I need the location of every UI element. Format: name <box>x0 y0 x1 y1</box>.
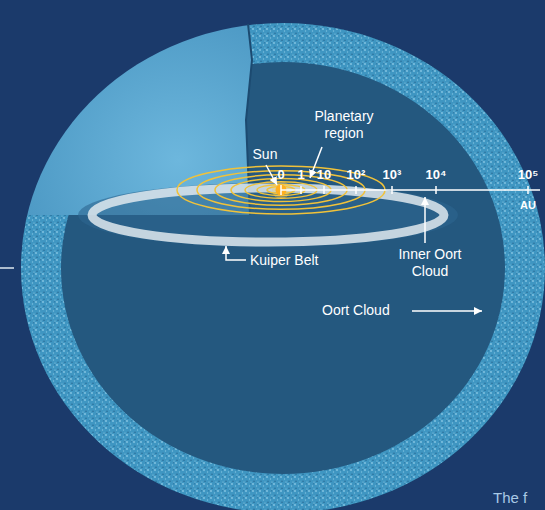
scale-number: 1 <box>297 167 304 182</box>
region-label: Planetary region <box>304 108 384 142</box>
scale-number: 10⁴ <box>426 167 447 182</box>
edge-tick <box>0 267 14 269</box>
leader-arrows <box>226 147 482 311</box>
au-scale-axis <box>281 185 540 195</box>
scale-number: 10³ <box>383 167 402 182</box>
ecliptic-plane <box>78 183 458 247</box>
scale-number: 10² <box>347 167 366 182</box>
cloud-label: Inner Oort Cloud <box>388 246 472 280</box>
scale-number: 10⁵ <box>518 167 539 182</box>
caption-fragment: The f <box>493 489 527 506</box>
cloud-label: Oort Cloud <box>322 302 390 319</box>
scale-unit: AU <box>520 199 536 212</box>
kuiper-belt-ring <box>92 188 444 242</box>
scale-number: 10 <box>317 167 331 182</box>
belt-label: Kuiper Belt <box>250 252 318 269</box>
sun-label: Sun <box>253 146 278 163</box>
scale-number: 0 <box>277 167 284 182</box>
